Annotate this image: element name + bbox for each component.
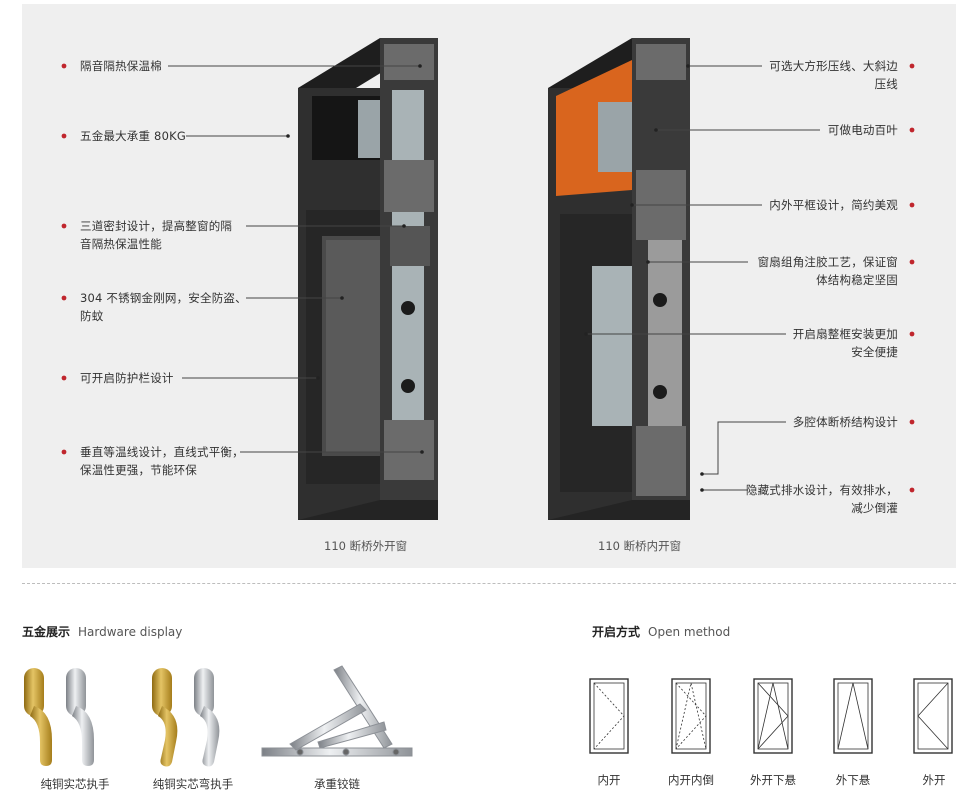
window-illustrations bbox=[61, 38, 915, 520]
left-leader-lines bbox=[168, 65, 422, 453]
curved-copper-handle-image bbox=[152, 668, 220, 767]
right-leader-dots bbox=[584, 64, 704, 492]
feature-label-electric-blinds: 可做电动百叶 bbox=[827, 123, 898, 137]
open-method-section-title: 开启方式 Open method bbox=[592, 623, 730, 640]
load-bearing-hinge-image bbox=[261, 665, 413, 757]
feature-label-multi-cavity: 多腔体断桥结构设计 bbox=[792, 415, 898, 429]
hardware-section-title: 五金展示 Hardware display bbox=[22, 623, 182, 640]
right-leader-lines bbox=[586, 65, 820, 491]
product-caption-inward: 110 断桥内开窗 bbox=[598, 539, 682, 553]
feature-label-corner-glue: 窗扇组角注胶工艺，保证窗 体结构稳定坚固 bbox=[757, 255, 898, 287]
product-caption-outward: 110 断桥外开窗 bbox=[324, 539, 408, 553]
hardware-caption-curved-handle: 纯铜实芯弯执手 bbox=[152, 777, 234, 791]
feature-label-flat-frame: 内外平框设计，简约美观 bbox=[769, 198, 898, 212]
feature-label-hardware-load: 五金最大承重 80KG bbox=[80, 129, 186, 143]
open-method-caption-outward-bottom-hung: 外开下悬 bbox=[750, 773, 796, 787]
feature-label-full-frame: 开启扇整框安装更加 安全便捷 bbox=[792, 327, 898, 359]
open-method-inward-icon bbox=[589, 678, 629, 754]
open-method-caption-inward: 内开 bbox=[597, 773, 621, 787]
open-method-caption-outward: 外开 bbox=[922, 773, 946, 787]
hardware-title-cn: 五金展示 bbox=[22, 625, 71, 639]
feature-label-insulation: 隔音隔热保温棉 bbox=[80, 59, 162, 73]
open-method-title-en: Open method bbox=[648, 625, 731, 639]
solid-copper-handle-image bbox=[24, 668, 94, 766]
feature-label-triple-seal: 三道密封设计，提高整窗的隔 音隔热保温性能 bbox=[80, 219, 233, 251]
hardware-caption-handle: 纯铜实芯执手 bbox=[40, 777, 110, 791]
open-method-bottom-hung-icon bbox=[833, 678, 873, 754]
open-method-inward-tilt-icon bbox=[671, 678, 711, 754]
inward-window-illustration bbox=[548, 38, 690, 520]
feature-label-hidden-drain: 隐藏式排水设计，有效排水， 减少倒灌 bbox=[745, 483, 898, 515]
feature-label-steel-mesh: 304 不锈钢金刚网，安全防盗、 防蚊 bbox=[80, 291, 247, 323]
feature-label-pressing-line: 可选大方形压线、大斜边 压线 bbox=[769, 59, 898, 91]
feature-label-isotherm: 垂直等温线设计，直线式平衡， 保温性更强，节能环保 bbox=[80, 445, 244, 477]
outward-window-illustration bbox=[298, 38, 438, 520]
open-method-caption-inward-tilt: 内开内倒 bbox=[668, 773, 714, 787]
section-divider bbox=[22, 583, 956, 584]
open-method-caption-bottom-hung: 外下悬 bbox=[835, 773, 871, 787]
hardware-caption-hinge: 承重铰链 bbox=[314, 777, 360, 791]
left-leader-dots bbox=[286, 64, 424, 454]
hardware-title-en: Hardware display bbox=[78, 625, 183, 639]
open-method-title-cn: 开启方式 bbox=[592, 625, 641, 639]
bullet-dots bbox=[61, 63, 915, 493]
open-method-outward-bottom-hung-icon bbox=[753, 678, 793, 754]
product-panel bbox=[22, 4, 956, 568]
open-method-outward-icon bbox=[913, 678, 953, 754]
feature-label-guard-rail: 可开启防护栏设计 bbox=[80, 371, 174, 385]
